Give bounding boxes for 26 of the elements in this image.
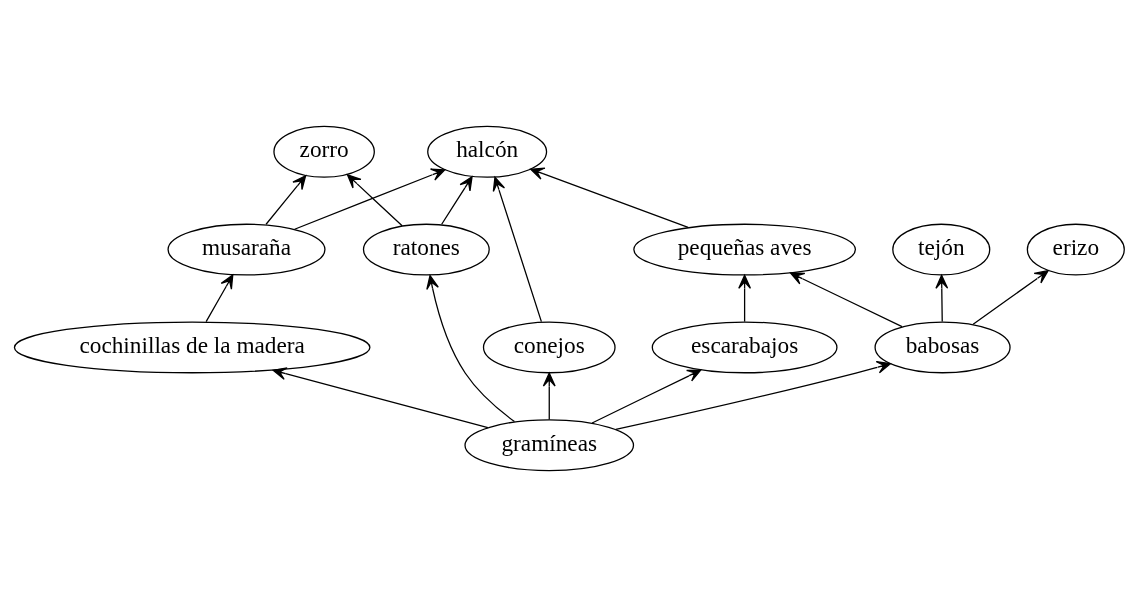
- node-ellipse: ratones: [362, 223, 490, 276]
- node-ellipse: pequeñas aves: [633, 223, 857, 276]
- node-ellipse: erizo: [1026, 223, 1125, 276]
- node-ellipse: musaraña: [167, 223, 326, 276]
- arrow: [542, 372, 556, 421]
- arrow: [615, 360, 892, 431]
- arrow: [272, 367, 489, 429]
- arrow: [790, 272, 903, 328]
- arrow: [972, 270, 1049, 325]
- arrow: [346, 174, 403, 227]
- arrow: [738, 274, 752, 323]
- arrow: [205, 274, 234, 323]
- node-ellipse: zorro: [273, 125, 375, 178]
- node-ellipse: conejos: [482, 321, 616, 374]
- node-ellipse: gramíneas: [464, 419, 635, 472]
- arrow: [426, 274, 516, 423]
- arrow: [591, 369, 702, 424]
- arrow: [492, 176, 543, 323]
- arrow: [265, 175, 307, 225]
- node-ellipse: escarabajos: [651, 321, 838, 374]
- node-ellipse: cochinillas de la madera: [13, 321, 371, 374]
- arrow: [935, 274, 949, 323]
- node-ellipse: tejón: [892, 223, 991, 276]
- arrow: [293, 168, 446, 230]
- arrow: [530, 167, 689, 229]
- arrow: [441, 176, 473, 225]
